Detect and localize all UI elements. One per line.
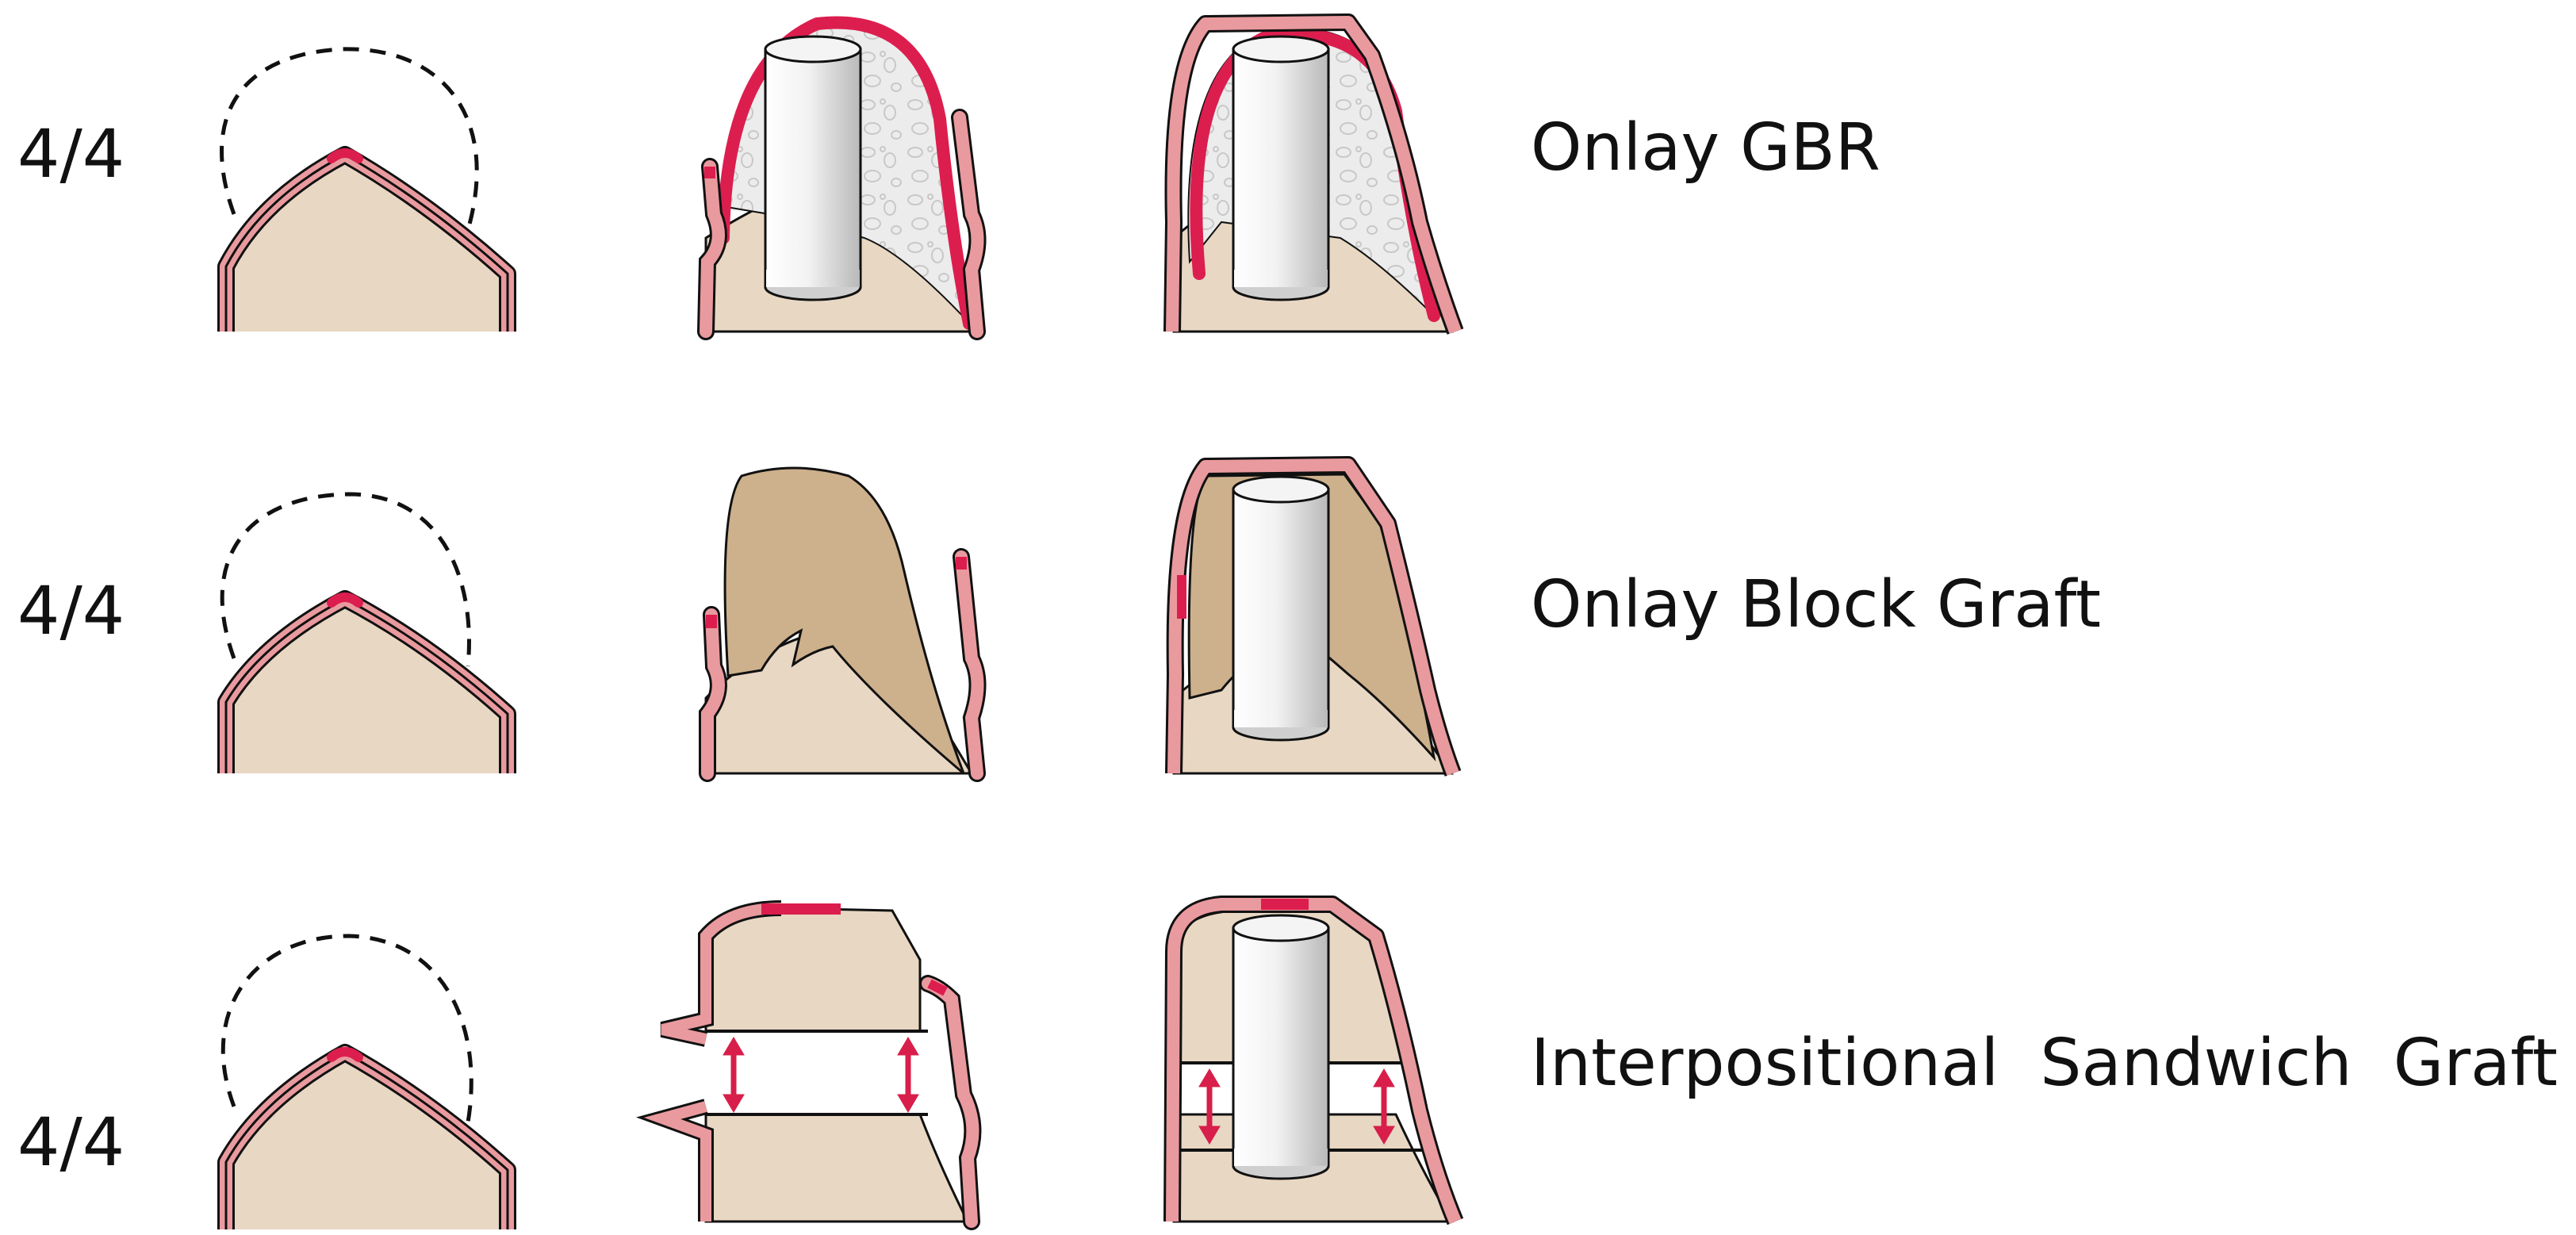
row-3-initial-defect <box>217 934 516 1229</box>
double-arrow-icon <box>1198 1068 1221 1145</box>
double-arrow-icon <box>897 1037 919 1113</box>
row-2-method: Onlay Block Graft <box>1531 567 2102 642</box>
row-2-procedure <box>699 466 987 782</box>
membrane-tip <box>327 148 363 163</box>
implant-cylinder-icon <box>1232 914 1330 1180</box>
row-2-result <box>1165 456 1462 777</box>
bone-crest <box>226 155 508 332</box>
double-arrow-icon <box>723 1037 745 1113</box>
bone-crest <box>226 599 508 773</box>
bone-upper-segment <box>704 907 922 1033</box>
row-1-result <box>1163 13 1464 335</box>
membrane <box>717 16 976 330</box>
bone-crest <box>226 1053 508 1229</box>
target-contour-dashed <box>220 934 473 1123</box>
row-3-result <box>1163 896 1464 1225</box>
row-2-ratio: 4/4 <box>17 572 125 650</box>
block-graft <box>723 466 965 775</box>
row-3-procedure <box>635 900 982 1230</box>
row-1-method: Onlay GBR <box>1531 110 1880 186</box>
membrane-tip <box>327 1047 363 1062</box>
bone-lower <box>704 1113 970 1223</box>
row-1-procedure <box>697 16 987 340</box>
membrane-tip <box>327 593 363 608</box>
row-3-ratio: 4/4 <box>17 1103 125 1181</box>
implant-cylinder-icon <box>764 35 862 301</box>
implant-cylinder-icon <box>1232 475 1330 742</box>
row-1-ratio: 4/4 <box>17 115 125 193</box>
implant-cylinder-icon <box>1232 35 1330 301</box>
row-3-method: Interpositional Sandwich Graft <box>1531 1026 2558 1101</box>
double-arrow-icon <box>1373 1068 1395 1145</box>
row-2-initial-defect <box>217 492 516 773</box>
target-contour-dashed <box>220 492 471 667</box>
row-1-initial-defect <box>217 47 516 332</box>
target-contour-dashed <box>220 47 479 231</box>
